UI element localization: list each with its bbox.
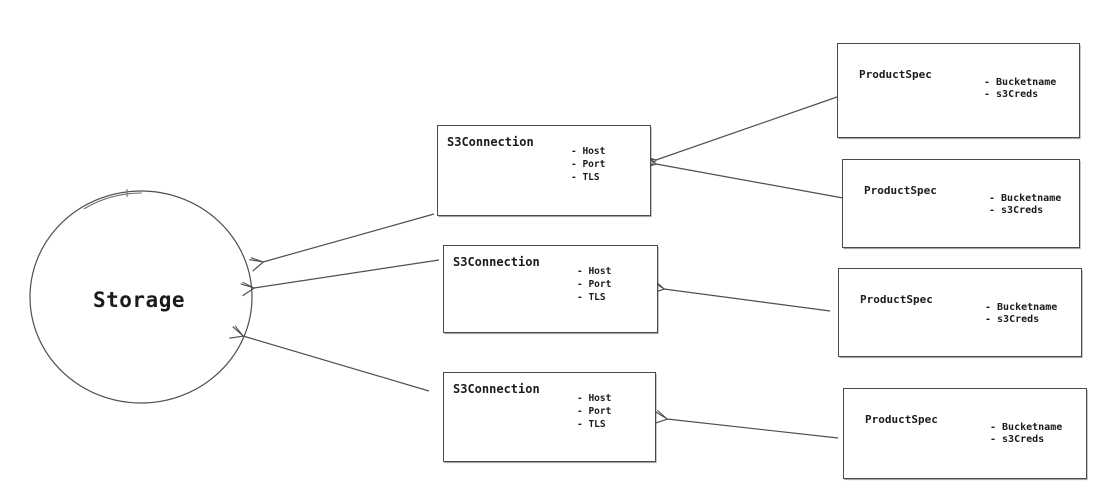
productspec-box-3: ProductSpec - Bucketname - s3Creds bbox=[838, 268, 1082, 357]
arrow-productspec2-to-s3connection1 bbox=[642, 154, 844, 199]
s3connection-box-2: S3Connection - Host - Port - TLS bbox=[443, 245, 658, 333]
attribute-port: - Port bbox=[577, 406, 612, 417]
attribute-s3creds: - s3Creds bbox=[984, 89, 1039, 100]
attribute-s3creds: - s3Creds bbox=[985, 314, 1040, 325]
attribute-bucketname: - Bucketname bbox=[984, 77, 1057, 88]
storage-node-label: Storage bbox=[92, 288, 185, 312]
s3connection-attributes: - Host - Port - TLS bbox=[577, 265, 611, 304]
arrow-productspec4-to-s3connection3 bbox=[653, 410, 839, 439]
arrow-s3connection2-to-storage bbox=[240, 259, 440, 297]
s3connection-box-1: S3Connection - Host - Port - TLS bbox=[437, 125, 651, 216]
attribute-bucketname: - Bucketname bbox=[990, 422, 1063, 433]
attribute-s3creds: - s3Creds bbox=[989, 205, 1044, 216]
arrow-s3connection3-to-storage bbox=[229, 325, 430, 392]
s3connection-box-3: S3Connection - Host - Port - TLS bbox=[443, 372, 656, 462]
productspec-box-1: ProductSpec - Bucketname - s3Creds bbox=[837, 43, 1080, 138]
attribute-bucketname: - Bucketname bbox=[985, 302, 1058, 313]
productspec-box-4: ProductSpec - Bucketname - s3Creds bbox=[843, 388, 1087, 479]
attribute-s3creds: - s3Creds bbox=[990, 434, 1045, 445]
arrow-s3connection1-to-storage bbox=[249, 213, 435, 272]
productspec-title: ProductSpec bbox=[864, 184, 937, 197]
productspec-attributes: - Bucketname - s3Creds bbox=[989, 193, 1061, 217]
arrow-productspec1-to-s3connection1 bbox=[642, 96, 838, 171]
s3connection-title: S3Connection bbox=[453, 382, 540, 396]
productspec-attributes: - Bucketname - s3Creds bbox=[984, 77, 1056, 101]
s3connection-attributes: - Host - Port - TLS bbox=[577, 392, 611, 431]
attribute-tls: - TLS bbox=[571, 172, 600, 183]
storage-circle bbox=[29, 190, 253, 404]
attribute-tls: - TLS bbox=[577, 292, 606, 303]
productspec-title: ProductSpec bbox=[860, 293, 933, 306]
attribute-port: - Port bbox=[571, 159, 606, 170]
productspec-box-2: ProductSpec - Bucketname - s3Creds bbox=[842, 159, 1080, 248]
attribute-bucketname: - Bucketname bbox=[989, 193, 1062, 204]
productspec-title: ProductSpec bbox=[865, 413, 938, 426]
productspec-attributes: - Bucketname - s3Creds bbox=[985, 302, 1057, 326]
arrow-productspec3-to-s3connection2 bbox=[650, 279, 831, 312]
attribute-host: - Host bbox=[577, 266, 612, 277]
attribute-host: - Host bbox=[571, 146, 606, 157]
s3connection-attributes: - Host - Port - TLS bbox=[571, 145, 605, 184]
s3connection-title: S3Connection bbox=[447, 135, 534, 149]
s3connection-title: S3Connection bbox=[453, 255, 540, 269]
productspec-attributes: - Bucketname - s3Creds bbox=[990, 422, 1062, 446]
attribute-port: - Port bbox=[577, 279, 612, 290]
productspec-title: ProductSpec bbox=[859, 68, 932, 81]
attribute-tls: - TLS bbox=[577, 419, 606, 430]
attribute-host: - Host bbox=[577, 393, 612, 404]
